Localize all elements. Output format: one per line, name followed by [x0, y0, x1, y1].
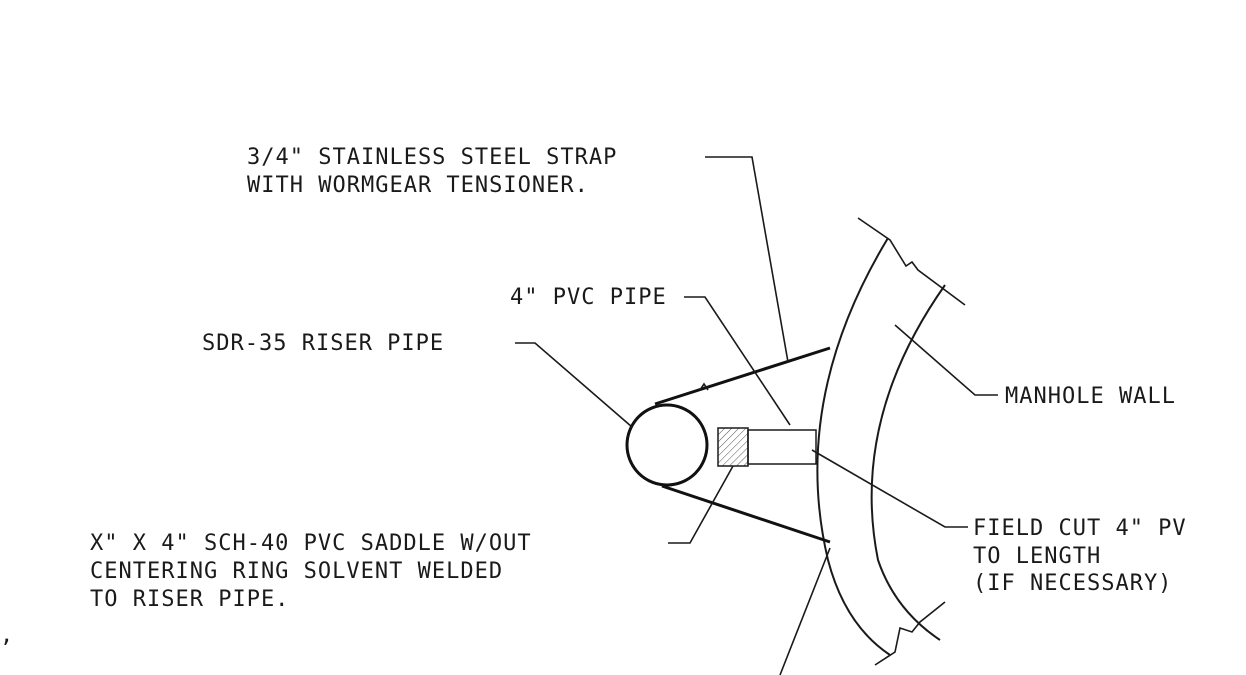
strap-label-line2: WITH WORMGEAR TENSIONER. [247, 173, 589, 198]
saddle-label-line1: X" X 4" SCH-40 PVC SADDLE W/OUT [90, 531, 532, 556]
manhole-wall-label: MANHOLE WALL [1005, 384, 1176, 409]
saddle-label-line2: CENTERING RING SOLVENT WELDED [90, 559, 503, 584]
strap-top [654, 346, 831, 406]
pvc-pipe [747, 429, 817, 465]
manhole-wall-top-break [857, 217, 966, 306]
saddle-label-line3: TO RISER PIPE. [90, 587, 289, 612]
strap-bottom [661, 484, 831, 544]
leader-manhole-wall [894, 324, 998, 396]
manhole-wall-outer-arc [870, 284, 946, 641]
strap-tensioner [699, 382, 709, 391]
field-cut-label-line2: TO LENGTH [973, 544, 1101, 569]
pvc-pipe-label: 4" PVC PIPE [510, 285, 667, 310]
leader-saddle [668, 465, 734, 544]
riser-pipe-label: SDR-35 RISER PIPE [202, 331, 444, 356]
manhole-wall-bottom-break [874, 601, 946, 666]
strap-label-line1: 3/4" STAINLESS STEEL STRAP [247, 145, 617, 170]
field-cut-label-line1: FIELD CUT 4" PV [973, 516, 1187, 541]
leader-riser-pipe [515, 342, 633, 428]
leader-pvc-pipe [684, 296, 791, 426]
edge-mark: , [0, 623, 14, 648]
field-cut-label-line3: (IF NECESSARY) [973, 571, 1172, 596]
leader-field-cut [811, 449, 968, 528]
leader-bottom [779, 547, 831, 675]
riser-pipe-circle [625, 403, 709, 487]
manhole-wall-inner-arc [816, 237, 891, 656]
pvc-saddle [717, 427, 749, 467]
leader-strap [705, 156, 789, 363]
